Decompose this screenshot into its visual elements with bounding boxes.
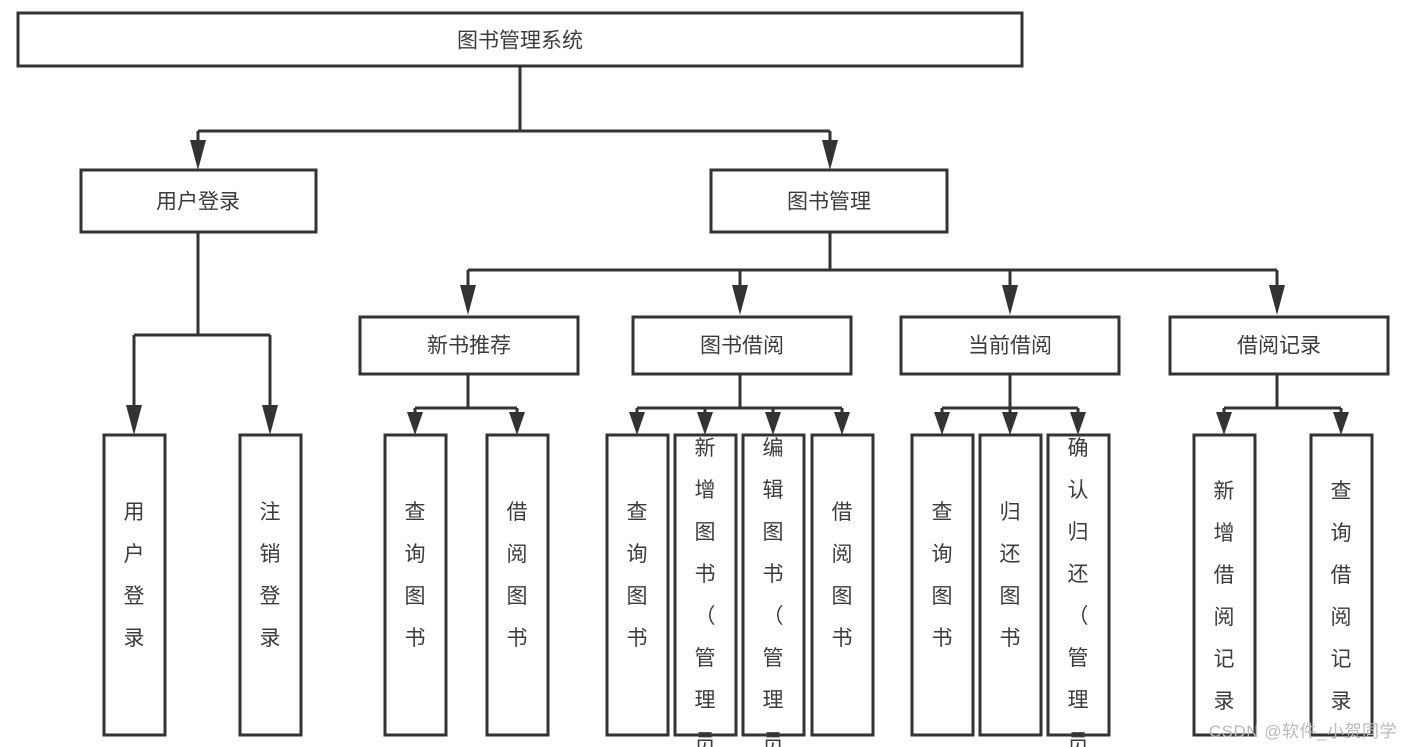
arrowhead-record — [1269, 285, 1285, 315]
leaf-rec-add-record-box[interactable] — [1192, 433, 1257, 737]
connector-layer — [126, 66, 1349, 435]
leaf-rec-query-record-box[interactable] — [1309, 433, 1374, 737]
node-current-borrow-box[interactable] — [899, 315, 1121, 376]
leaf-rec-add-record-label: 新增借阅记录 — [1214, 480, 1235, 713]
node-user-login[interactable]: 用户登录 — [79, 168, 318, 234]
leaf-bw-edit-book-label: 编辑图书（管理员） — [763, 437, 784, 747]
leaf-cb-query-book-label: 查询图书 — [932, 501, 953, 650]
leaf-cb-return-book-label: 归还图书 — [1000, 501, 1021, 650]
arrowhead-user-login — [190, 140, 206, 170]
leaf-bw-add-book-label: 新增图书（管理员） — [695, 437, 716, 747]
arrowhead-cb-query — [934, 412, 950, 435]
csdn-watermark: CSDN @软件_小贺同学 — [1208, 722, 1397, 741]
leaf-logout[interactable]: 注销登录 — [238, 433, 303, 737]
arrowhead-leaf-user-login — [126, 405, 142, 435]
leaf-bw-query-book-label: 查询图书 — [627, 501, 648, 650]
arrowhead-rec-add — [1216, 412, 1232, 435]
arrowhead-nb-borrow — [509, 412, 525, 435]
node-new-book-recommend[interactable]: 新书推荐 — [358, 315, 580, 376]
leaf-logout-label: 注销登录 — [260, 501, 281, 650]
node-user-login-label: 用户登录 — [156, 191, 240, 214]
arrowhead-borrow — [732, 285, 748, 315]
leaf-cb-return-book-box[interactable] — [978, 433, 1043, 737]
arrowhead-bw-add — [697, 412, 713, 435]
arrowhead-bw-borrow — [834, 412, 850, 435]
leaf-nb-query-book-box[interactable] — [383, 433, 448, 737]
node-user-login-box[interactable] — [79, 168, 318, 234]
leaf-bw-borrow-book[interactable]: 借阅图书 — [810, 433, 875, 737]
node-book-borrow-label: 图书借阅 — [700, 335, 784, 358]
node-book-borrow-box[interactable] — [631, 315, 853, 376]
arrowhead-leaf-logout — [262, 405, 278, 435]
leaf-bw-borrow-book-label: 借阅图书 — [832, 501, 853, 650]
leaf-bw-add-book[interactable]: 新增图书（管理员） — [673, 433, 738, 747]
leaf-rec-query-record[interactable]: 查询借阅记录 — [1309, 433, 1374, 737]
leaf-bw-edit-book[interactable]: 编辑图书（管理员） — [741, 433, 806, 747]
leaf-cb-confirm-return-box[interactable] — [1046, 433, 1111, 737]
arrowhead-new-book — [460, 285, 476, 315]
leaf-nb-borrow-book-label: 借阅图书 — [507, 501, 528, 650]
leaf-user-login-box[interactable] — [102, 433, 167, 737]
arrowhead-book-mgmt — [822, 140, 838, 170]
arrowhead-bw-edit — [765, 412, 781, 435]
leaf-cb-confirm-return[interactable]: 确认归还（管理员） — [1046, 433, 1111, 747]
leaf-bw-edit-book-box[interactable] — [741, 433, 806, 737]
arrowhead-cb-return — [1002, 412, 1018, 435]
leaf-rec-query-record-label: 查询借阅记录 — [1331, 480, 1352, 713]
leaf-bw-add-book-box[interactable] — [673, 433, 738, 737]
node-new-book-recommend-box[interactable] — [358, 315, 580, 376]
arrowhead-rec-query — [1333, 412, 1349, 435]
leaf-rec-add-record[interactable]: 新增借阅记录 — [1192, 433, 1257, 737]
node-root-label: 图书管理系统 — [457, 30, 583, 53]
leaf-bw-query-book[interactable]: 查询图书 — [605, 433, 670, 737]
leaf-cb-return-book[interactable]: 归还图书 — [978, 433, 1043, 737]
node-current-borrow[interactable]: 当前借阅 — [899, 315, 1121, 376]
node-borrow-record-label: 借阅记录 — [1237, 335, 1321, 358]
leaf-cb-query-book[interactable]: 查询图书 — [910, 433, 975, 737]
node-borrow-record-box[interactable] — [1168, 315, 1390, 376]
leaf-bw-borrow-book-box[interactable] — [810, 433, 875, 737]
leaf-nb-borrow-book-box[interactable] — [485, 433, 550, 737]
leaf-nb-query-book-label: 查询图书 — [405, 501, 426, 650]
node-borrow-record[interactable]: 借阅记录 — [1168, 315, 1390, 376]
arrowhead-current — [1002, 285, 1018, 315]
leaf-cb-query-book-box[interactable] — [910, 433, 975, 737]
node-book-borrow[interactable]: 图书借阅 — [631, 315, 853, 376]
leaf-bw-query-book-box[interactable] — [605, 433, 670, 737]
leaf-user-login-label: 用户登录 — [124, 501, 145, 650]
leaf-cb-confirm-return-label: 确认归还（管理员） — [1068, 437, 1089, 747]
node-book-management-label: 图书管理 — [787, 191, 871, 214]
node-root[interactable]: 图书管理系统 — [16, 11, 1024, 68]
node-root-box[interactable] — [16, 11, 1024, 68]
leaf-nb-query-book[interactable]: 查询图书 — [383, 433, 448, 737]
leaf-logout-box[interactable] — [238, 433, 303, 737]
arrowhead-bw-query — [629, 412, 645, 435]
leaf-user-login[interactable]: 用户登录 — [102, 433, 167, 737]
node-current-borrow-label: 当前借阅 — [968, 335, 1052, 358]
arrowhead-nb-query — [407, 412, 423, 435]
node-book-management-box[interactable] — [709, 168, 949, 234]
arrowhead-cb-confirm — [1070, 412, 1086, 435]
leaf-nb-borrow-book[interactable]: 借阅图书 — [485, 433, 550, 737]
node-book-management[interactable]: 图书管理 — [709, 168, 949, 234]
node-new-book-recommend-label: 新书推荐 — [427, 335, 511, 358]
